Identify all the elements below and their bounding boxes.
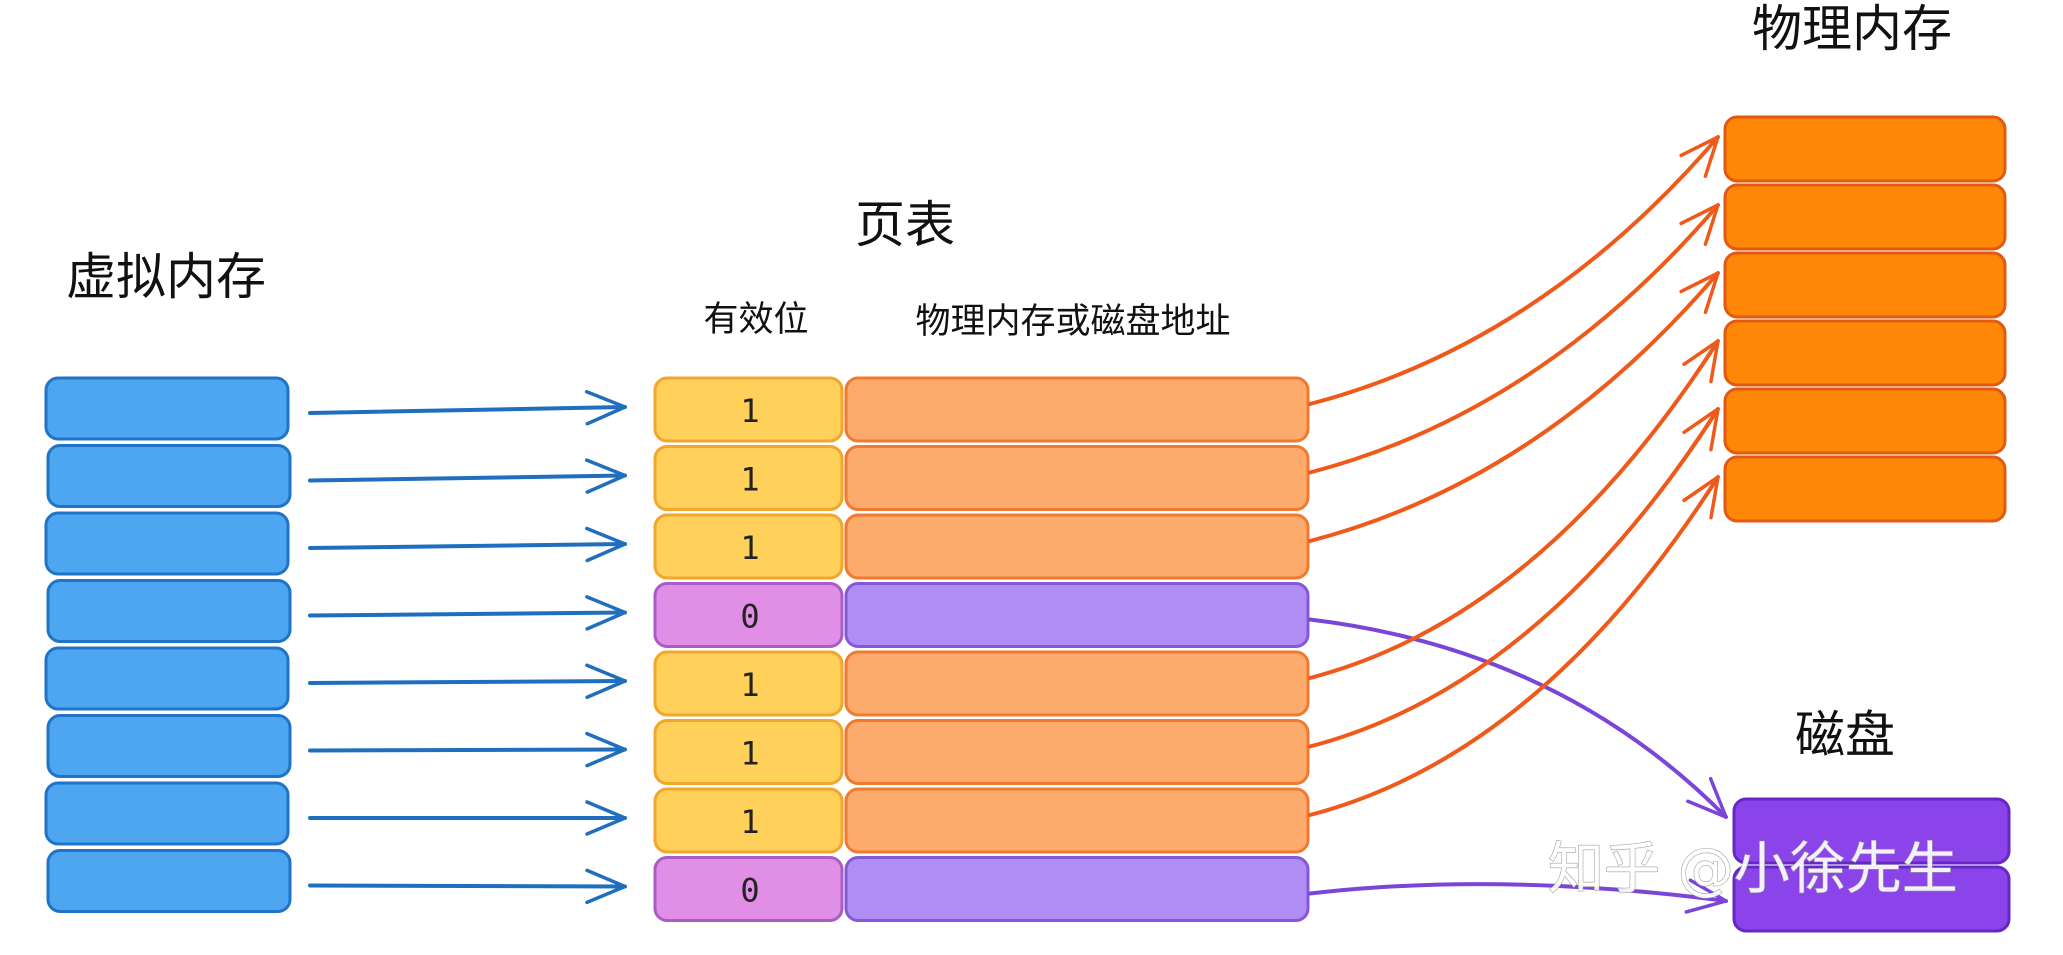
disk-title: 磁盘 [1795, 706, 1895, 764]
arrow-entry-4-to-disk [1308, 617, 1728, 819]
valid-bit-cell-7 [653, 787, 844, 854]
address-cell-1 [844, 376, 1310, 443]
valid-bit-cell-6 [653, 719, 844, 785]
virtual-page-5 [44, 646, 290, 711]
arrow-virtual-to-entry-1 [308, 389, 627, 426]
physical-memory-title: 物理内存 [1752, 0, 1952, 58]
physical-frame-6 [1723, 455, 2007, 523]
disk-stack [1732, 797, 2011, 933]
disk-block-1 [1732, 797, 2011, 865]
physical-frame-4 [1723, 319, 2007, 387]
arrow-entry-1-to-frame [1308, 135, 1720, 406]
physical-frame-1 [1723, 115, 2007, 183]
watermark: 知乎 @小徐先生 [1548, 837, 1958, 902]
arrow-entry-6-to-frame [1308, 407, 1720, 749]
arrow-entry-7-to-frame [1308, 475, 1720, 817]
address-cell-7 [844, 787, 1310, 854]
valid-bit-column-header: 有效位 [703, 300, 808, 340]
page-table-title: 页表 [855, 196, 955, 254]
valid-bit-value-1: 1 [740, 392, 759, 430]
address-column-header: 物理内存或磁盘地址 [915, 302, 1230, 342]
disk-block-2 [1732, 865, 2011, 933]
page-table: 1 1 1 0 1 1 1 0 [653, 376, 1310, 922]
valid-bit-value-4: 0 [740, 598, 759, 636]
arrow-virtual-to-entry-3 [308, 526, 627, 563]
valid-bit-value-5: 1 [740, 666, 759, 704]
virtual-page-1 [44, 376, 290, 441]
valid-bit-value-8: 0 [740, 872, 759, 910]
virtual-page-4 [46, 579, 292, 643]
virtual-page-3 [44, 511, 290, 576]
valid-bit-cell-3 [653, 513, 844, 580]
valid-bit-cell-1 [653, 376, 844, 443]
address-cell-6 [844, 719, 1310, 785]
valid-bit-cell-2 [653, 445, 844, 511]
physical-frame-3 [1723, 251, 2007, 319]
address-cell-3 [844, 513, 1310, 580]
arrow-virtual-to-entry-8 [308, 868, 627, 905]
address-cell-5 [844, 650, 1310, 717]
arrow-entry-8-to-disk [1308, 878, 1728, 914]
arrow-entry-5-to-frame [1308, 339, 1720, 680]
arrow-virtual-to-entry-6 [308, 731, 627, 768]
virtual-page-2 [46, 444, 292, 508]
address-cell-2 [844, 445, 1310, 511]
arrow-entry-3-to-frame [1308, 271, 1720, 543]
valid-bit-value-7: 1 [740, 803, 759, 841]
valid-bit-cell-8 [653, 856, 844, 922]
valid-bit-cell-4 [653, 582, 844, 648]
virtual-page-7 [44, 781, 290, 846]
virtual-page-6 [46, 714, 292, 778]
arrow-virtual-to-entry-4 [308, 595, 627, 631]
virtual-page-8 [46, 849, 292, 913]
mapping-arrows [308, 135, 1728, 914]
physical-memory-stack [1723, 115, 2007, 523]
physical-frame-2 [1723, 183, 2007, 251]
arrow-virtual-to-entry-2 [308, 458, 627, 494]
virtual-memory-title: 虚拟内存 [66, 248, 266, 306]
virtual-memory-stack [44, 376, 292, 913]
address-cell-4 [844, 582, 1310, 648]
arrow-virtual-to-entry-5 [308, 663, 627, 699]
valid-bit-cell-5 [653, 650, 844, 717]
physical-frame-5 [1723, 387, 2007, 455]
valid-bit-value-6: 1 [740, 735, 759, 773]
valid-bit-value-3: 1 [740, 529, 759, 567]
arrow-entry-2-to-frame [1308, 203, 1720, 475]
valid-bit-value-2: 1 [740, 461, 759, 499]
address-cell-8 [844, 856, 1310, 922]
